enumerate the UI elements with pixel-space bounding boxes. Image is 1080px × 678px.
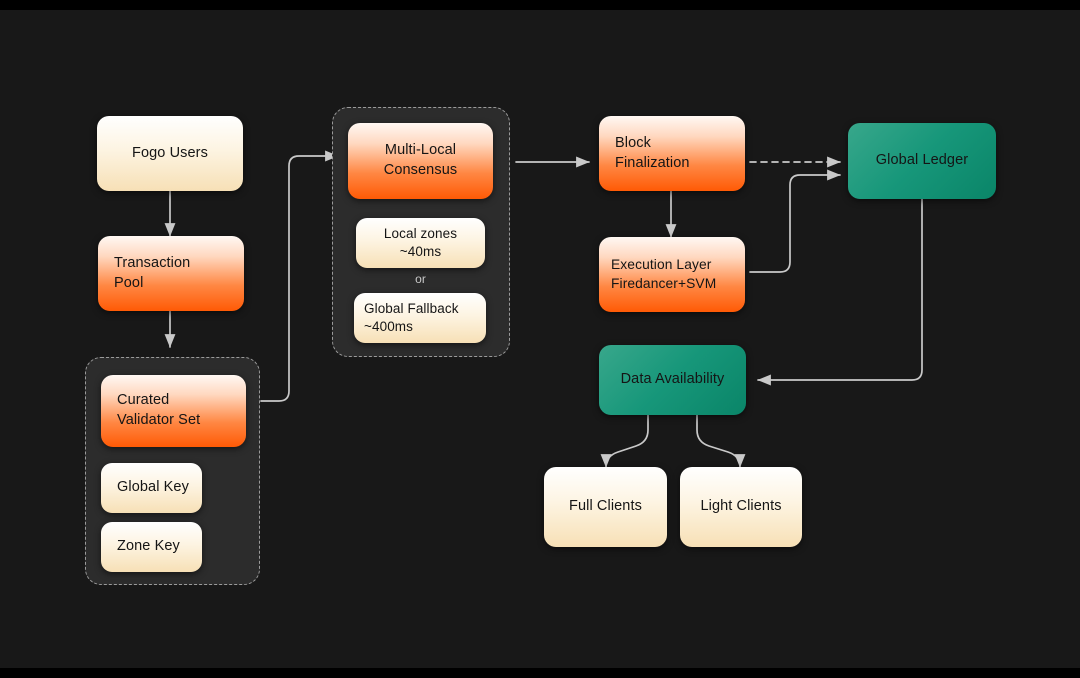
node-label: Zone Key — [117, 538, 180, 555]
node-execution-layer[interactable]: Execution Layer Firedancer+SVM — [599, 237, 745, 312]
node-label-line1: Execution Layer — [611, 256, 712, 272]
node-global-fallback[interactable]: Global Fallback ~400ms — [354, 293, 486, 343]
node-label-line2: Validator Set — [117, 412, 201, 428]
node-label-line1: Curated — [117, 392, 170, 409]
node-block-finalization[interactable]: Block Finalization — [599, 116, 745, 191]
node-multi-local-consensus[interactable]: Multi-Local Consensus — [348, 123, 493, 199]
node-fogo-users[interactable]: Fogo Users — [97, 116, 243, 191]
node-label-line1: Global Fallback — [364, 300, 459, 316]
node-global-ledger[interactable]: Global Ledger — [848, 123, 996, 199]
node-label-line2: Finalization — [615, 154, 690, 171]
node-label-line2: Consensus — [383, 162, 458, 178]
node-label-line1: Transaction — [114, 254, 191, 271]
node-label-line2: ~400ms — [364, 319, 414, 334]
node-light-clients[interactable]: Light Clients — [680, 467, 802, 547]
or-separator-label: or — [415, 272, 426, 286]
node-label: Global Key — [117, 479, 189, 496]
node-label: Fogo Users — [132, 144, 208, 161]
node-label: Global Ledger — [875, 152, 969, 169]
node-curated-validator-set[interactable]: Curated Validator Set — [101, 375, 246, 447]
node-label-line1: Multi-Local — [384, 142, 457, 159]
edge-ledger-to-data-availability — [757, 188, 923, 386]
node-label: Light Clients — [700, 498, 782, 515]
node-label-line2: ~40ms — [399, 244, 442, 259]
node-label-line2: Pool — [114, 274, 144, 291]
diagram-canvas: Fogo Users Transaction Pool Curated Vali… — [0, 10, 1080, 668]
edge-validators-to-consensus — [260, 150, 339, 402]
node-local-zones[interactable]: Local zones ~40ms — [356, 218, 485, 268]
node-label-line1: Local zones — [383, 225, 458, 241]
node-label: Data Availability — [620, 371, 725, 388]
edge-execution-to-ledger — [749, 169, 841, 273]
node-data-availability[interactable]: Data Availability — [599, 345, 746, 415]
node-transaction-pool[interactable]: Transaction Pool — [98, 236, 244, 311]
node-label-line1: Block — [615, 134, 651, 151]
edge-da-to-full-clients — [600, 412, 649, 468]
node-full-clients[interactable]: Full Clients — [544, 467, 667, 547]
edge-da-to-light-clients — [696, 412, 746, 468]
node-label-line2: Firedancer+SVM — [611, 275, 717, 291]
node-global-key[interactable]: Global Key — [101, 463, 202, 513]
node-label: Full Clients — [569, 498, 642, 515]
node-zone-key[interactable]: Zone Key — [101, 522, 202, 572]
